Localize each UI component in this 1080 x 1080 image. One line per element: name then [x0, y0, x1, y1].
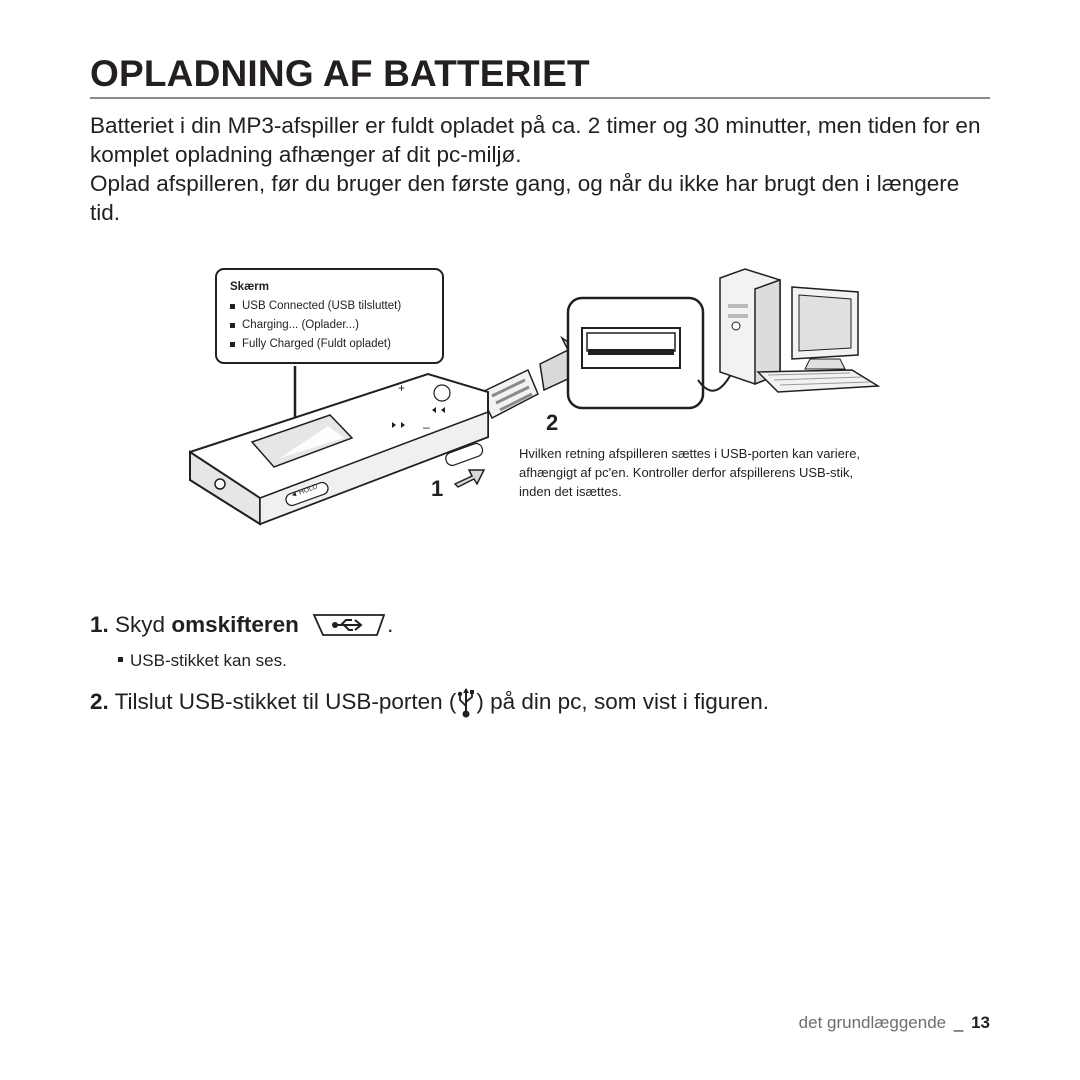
screen-box-title: Skærm [230, 281, 269, 293]
page-number: 13 [971, 1013, 990, 1032]
intro-text: Batteriet i din MP3-afspiller er fuldt o… [90, 111, 990, 227]
plus-label: + [398, 381, 406, 395]
pc-keyboard [756, 369, 881, 393]
next-icon [432, 407, 445, 413]
title-rule [90, 97, 990, 99]
bullet-icon [118, 657, 123, 662]
figure-step-two-marker: 2 [546, 410, 559, 435]
figure-illustration [189, 268, 881, 526]
step-one-text: Skyd [115, 612, 166, 637]
step-two-text-after: ) på din pc, som vist i figuren. [476, 689, 769, 714]
usb-plug [478, 368, 539, 420]
usb-switch [445, 442, 484, 466]
minus-label: – [423, 420, 430, 434]
figure-step-one-marker: 1 [431, 476, 444, 501]
earphone-jack-icon [214, 478, 226, 490]
mp3-player [189, 372, 489, 526]
footer-separator: _ [953, 1013, 964, 1032]
usb-port-zoom [566, 296, 705, 410]
step-one-period: . [387, 612, 394, 637]
step-one-bold-text: omskifteren [171, 612, 299, 637]
arrow-one-icon [453, 469, 486, 488]
step-one-number: 1. [90, 612, 109, 637]
usb-port-icon [457, 686, 475, 726]
page-footer: det grundlæggende _ 13 [799, 1013, 990, 1033]
screen-status-box: Skærm USB Connected (USB tilsluttet) Cha… [215, 268, 444, 364]
charging-figure: Skærm USB Connected (USB tilsluttet) Cha… [180, 262, 900, 552]
power-button-icon [433, 384, 451, 402]
pc-monitor [791, 286, 859, 370]
step-one-sub: USB-stikket kan ses. [118, 649, 287, 673]
intro-paragraph-2: Oplad afspilleren, før du bruger den før… [90, 171, 960, 225]
footer-section: det grundlæggende [798, 1013, 947, 1032]
screen-status-item: Charging... (Oplader...) [230, 316, 434, 335]
page-title: OPLADNING AF BATTERIET [90, 53, 590, 94]
intro-paragraph-1: Batteriet i din MP3-afspiller er fuldt o… [90, 113, 981, 167]
screen-status-item: Fully Charged (Fuldt opladet) [230, 335, 434, 354]
step-one: 1. Skyd omskifteren . [90, 610, 393, 646]
screen-status-item: USB Connected (USB tilsluttet) [230, 297, 434, 316]
step-two-number: 2. [90, 689, 109, 714]
pc-tower [719, 268, 781, 386]
figure-note: Hvilken retning afspilleren sættes i USB… [519, 446, 861, 499]
usb-switch-icon [311, 612, 387, 646]
step-one-sub-text: USB-stikket kan ses. [130, 651, 287, 670]
step-two-text-before: Tilslut USB-stikket til USB-porten ( [114, 689, 457, 714]
previous-icon [392, 422, 405, 428]
step-two: 2. Tilslut USB-stikket til USB-porten ( … [90, 686, 769, 726]
screen-status-list: USB Connected (USB tilsluttet) Charging.… [230, 297, 434, 354]
hold-switch [285, 481, 329, 507]
